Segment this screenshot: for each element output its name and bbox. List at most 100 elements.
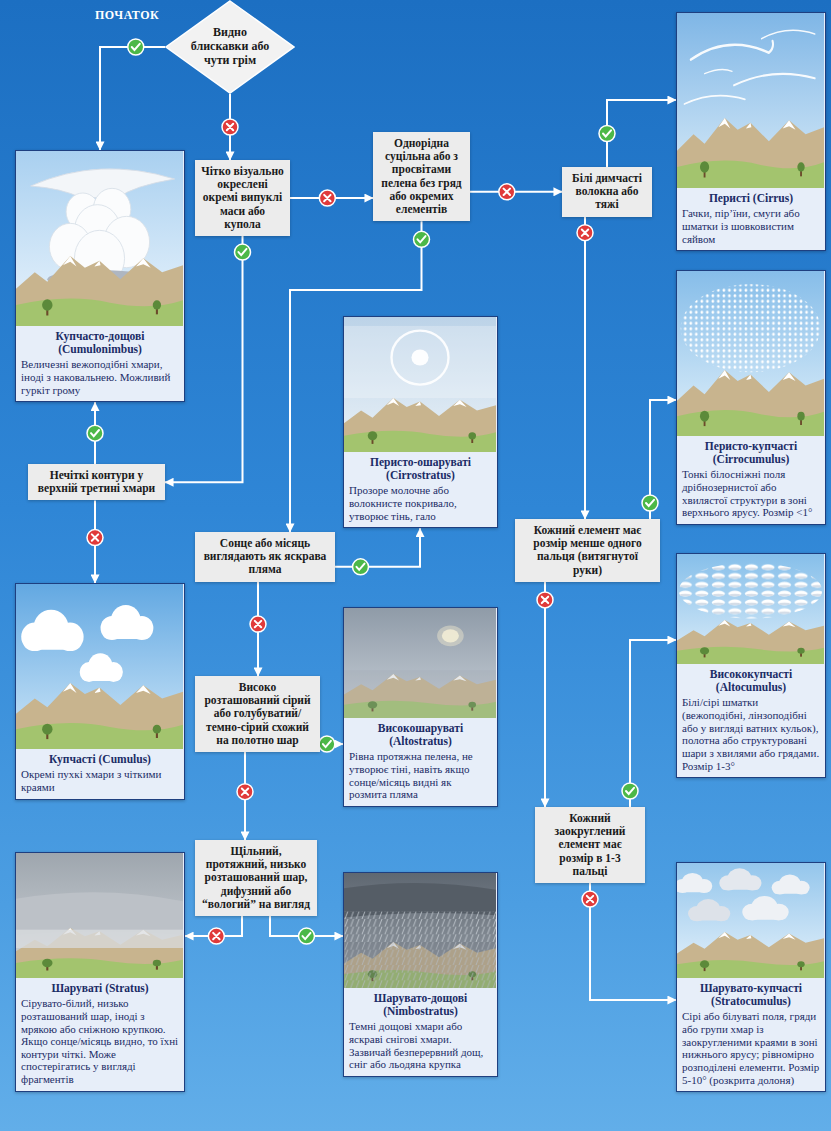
question-text: Нечіткі контури у верхній третині хмари [34, 469, 159, 495]
mark-glyph [626, 788, 634, 794]
cloud-name: Перисто-купчасті (Cirrocumulus) [677, 436, 825, 467]
cloud-illustration [16, 853, 183, 978]
question-box: Кожний заокруглений елемент має розмір в… [535, 807, 645, 883]
cloud-name: Шаруваті (Stratus) [16, 978, 184, 996]
mark-glyph [255, 621, 261, 627]
flow-arrow [335, 528, 420, 566]
cloud-illustration [677, 554, 824, 664]
no-mark [499, 184, 515, 200]
mark-disc [222, 119, 238, 135]
question-box: Щільний, протяжний, низько розташований … [195, 840, 317, 916]
cloud-picture [344, 608, 497, 718]
no-mark [577, 225, 593, 241]
question-box: Однорідна суцільна або з просвітами пеле… [373, 132, 470, 221]
mark-disc [414, 231, 430, 247]
cloud-illustration [677, 863, 824, 978]
mark-glyph [213, 933, 219, 939]
flow-arrow [544, 582, 546, 807]
cloud-card: Перисто-ошаруваті (Cirrostratus)Прозоре … [343, 316, 498, 528]
yes-mark [128, 39, 144, 55]
mark-disc [319, 736, 335, 752]
cloud-description: Рівна протяжна пелена, не утворює тіні, … [344, 749, 497, 806]
cloud-illustration [677, 13, 824, 188]
cloud-illustration [677, 271, 824, 436]
question-text: Щільний, протяжний, низько розташований … [201, 845, 311, 911]
cloud-drawing [677, 271, 824, 436]
yes-mark [353, 559, 369, 575]
mark-disc [299, 928, 315, 944]
flow-arrow [630, 640, 676, 807]
mark-glyph [504, 189, 510, 195]
cloud-illustration [16, 151, 183, 326]
mark-glyph [542, 597, 548, 603]
flow-arrow [584, 217, 586, 519]
mark-glyph [92, 534, 98, 540]
question-text: Видно блискавки або чути грім [187, 26, 273, 67]
mark-disc [87, 425, 103, 441]
question-box: Високо розташований сірий або голубувати… [195, 676, 320, 752]
no-mark [319, 190, 335, 206]
yes-mark [319, 736, 335, 752]
question-text: Високо розташований сірий або голубувати… [201, 681, 314, 747]
mark-disc [577, 225, 593, 241]
cloud-card: Купчасто-дощові (Cumulonimbus)Величезні … [15, 150, 185, 402]
mark-disc [353, 559, 369, 575]
yes-mark [235, 244, 251, 260]
question-box: Нечіткі контури у верхній третині хмари [28, 464, 165, 500]
no-mark [582, 891, 598, 907]
mark-glyph [418, 236, 426, 242]
cloud-name: Висококупчасті (Altocumulus) [677, 664, 825, 695]
cloud-description: Сірувато-білий, низько розташований шар,… [16, 996, 184, 1090]
mark-glyph [323, 741, 331, 747]
flow-arrow [607, 100, 676, 167]
question-box: Білі димчасті волокна або тяжі [562, 167, 652, 217]
yes-mark [299, 928, 315, 944]
cloud-name: Перисті (Cirrus) [677, 188, 825, 206]
cloud-card: Висококупчасті (Altocumulus)Білі/сірі шм… [676, 553, 826, 778]
cloud-picture [16, 584, 184, 749]
cloud-drawing [16, 584, 183, 749]
mark-glyph [587, 896, 593, 902]
cloud-name: Високошаруваті (Altostratus) [344, 718, 497, 749]
mark-disc [582, 891, 598, 907]
cloud-picture [677, 271, 825, 436]
yes-mark [87, 425, 103, 441]
cloud-drawing [16, 853, 183, 978]
mark-disc [235, 244, 251, 260]
cloud-picture [344, 317, 497, 452]
mark-disc [208, 928, 224, 944]
mark-glyph [227, 124, 233, 130]
yes-mark [414, 231, 430, 247]
yes-mark [622, 783, 638, 799]
mark-disc [499, 184, 515, 200]
cloud-description: Величезні вежоподібні хмари, іноді з нак… [16, 357, 184, 401]
no-mark [208, 928, 224, 944]
mark-disc [622, 783, 638, 799]
question-box: Сонце або місяць виглядають як яскрава п… [195, 532, 335, 582]
cloud-picture [16, 151, 184, 326]
cloud-drawing [677, 13, 824, 188]
cloud-name: Перисто-ошаруваті (Cirrostratus) [344, 452, 497, 483]
no-mark [537, 592, 553, 608]
flow-arrow [100, 47, 165, 150]
mark-disc [87, 530, 103, 546]
cloud-card: Шарувато-купчасті (Stratocumulus)Сірі аб… [676, 862, 826, 1092]
yes-mark [642, 495, 658, 511]
cloud-description: Сірі або білуваті поля, гряди або групи … [677, 1009, 825, 1091]
cloud-illustration [16, 584, 183, 749]
mark-glyph [324, 195, 330, 201]
decision-diamond: Видно блискавки або чути грім [165, 0, 295, 94]
mark-glyph [582, 229, 588, 235]
mark-disc [642, 495, 658, 511]
cloud-card: Купчасті (Cumulus)Окремі пухкі хмари з ч… [15, 583, 185, 800]
mark-glyph [239, 249, 247, 255]
cloud-picture [677, 554, 825, 664]
mark-glyph [603, 130, 611, 136]
cloud-picture [344, 873, 497, 988]
mark-disc [537, 592, 553, 608]
cloud-illustration [344, 873, 496, 988]
cloud-card: Шаруваті (Stratus)Сірувато-білий, низько… [15, 852, 185, 1092]
mark-disc [250, 616, 266, 632]
mark-disc [319, 190, 335, 206]
cloud-drawing [344, 873, 496, 988]
